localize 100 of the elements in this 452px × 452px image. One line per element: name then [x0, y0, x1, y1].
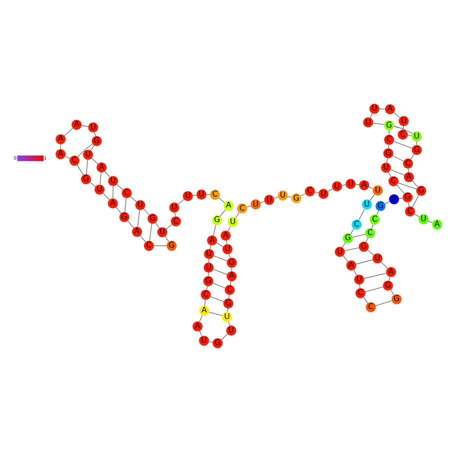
connector: [380, 262, 388, 269]
connector: [416, 141, 418, 146]
connector: [208, 341, 213, 343]
connector: [149, 223, 152, 241]
connector: [390, 169, 404, 176]
connector: [402, 126, 404, 130]
connector: [390, 290, 394, 296]
connector: [394, 141, 412, 148]
connector: [228, 322, 230, 326]
connector: [178, 199, 184, 205]
connector: [81, 125, 88, 127]
connector: [368, 186, 374, 189]
connector: [246, 206, 251, 208]
connector: [86, 160, 88, 174]
connector: [365, 286, 384, 292]
connector: [94, 132, 96, 136]
connector: [116, 207, 122, 214]
connector: [363, 297, 368, 304]
connector: [379, 108, 386, 110]
connector: [376, 210, 379, 216]
connector: [408, 202, 410, 207]
connector: [174, 212, 176, 216]
connector: [344, 248, 360, 252]
connector: [314, 192, 319, 194]
connector: [78, 144, 93, 158]
connector: [372, 122, 384, 125]
connector: [356, 260, 373, 264]
connector: [143, 208, 150, 216]
connector: [358, 208, 365, 220]
connector: [366, 237, 368, 242]
connector: [342, 184, 346, 186]
connector: [64, 128, 74, 136]
connector: [204, 300, 206, 306]
connector: [386, 158, 388, 163]
connector: [300, 193, 306, 196]
connector: [91, 158, 98, 164]
connector: [221, 334, 228, 340]
connector: [155, 222, 160, 228]
connector: [350, 228, 354, 234]
connector: [396, 184, 404, 194]
connector: [210, 245, 212, 250]
connector: [214, 256, 228, 262]
connector: [355, 184, 360, 185]
connector: [116, 184, 124, 190]
connector: [342, 242, 346, 248]
connector: [372, 224, 374, 228]
connector: [164, 236, 169, 242]
connector: [216, 242, 224, 247]
connector: [260, 201, 265, 203]
connector: [388, 172, 392, 178]
connector: [384, 201, 390, 204]
connector: [199, 330, 202, 336]
connector: [370, 194, 375, 201]
connector: [408, 135, 412, 136]
connector: [228, 294, 230, 299]
connector: [208, 312, 222, 316]
connector: [414, 214, 420, 217]
connector: [388, 144, 390, 149]
connector: [212, 282, 226, 288]
connector: [90, 182, 96, 187]
connector: [208, 272, 209, 276]
connector: [342, 255, 348, 262]
connector: [328, 188, 333, 192]
connector: [394, 126, 413, 134]
connector: [228, 226, 231, 232]
connector: [90, 145, 94, 151]
connector: [230, 281, 232, 286]
connector: [428, 220, 433, 223]
connector: [226, 240, 228, 244]
connector: [137, 210, 140, 228]
connector: [398, 182, 417, 190]
connector: [206, 286, 208, 290]
connector: [140, 235, 146, 242]
connector: [388, 276, 390, 281]
connector: [227, 308, 228, 312]
connector: [364, 272, 386, 279]
connector: [412, 180, 418, 188]
connector: [112, 186, 114, 199]
connector: [130, 196, 137, 202]
connector: [274, 196, 278, 199]
connector: [128, 220, 134, 228]
connector: [352, 234, 366, 238]
connector: [124, 198, 126, 212]
connector: [408, 168, 409, 172]
connector: [375, 300, 392, 306]
connector: [104, 171, 110, 178]
connector: [410, 154, 414, 160]
connector: [235, 212, 240, 218]
connector: [199, 315, 202, 322]
connector: [228, 254, 230, 258]
connector: [392, 155, 404, 162]
connector: [412, 195, 419, 208]
connector: [60, 144, 61, 150]
connector: [76, 164, 84, 176]
connector: [102, 193, 110, 200]
connector: [208, 258, 210, 263]
connector: [220, 210, 226, 216]
connector: [368, 250, 374, 256]
connector: [65, 156, 70, 159]
connector: [206, 194, 210, 195]
